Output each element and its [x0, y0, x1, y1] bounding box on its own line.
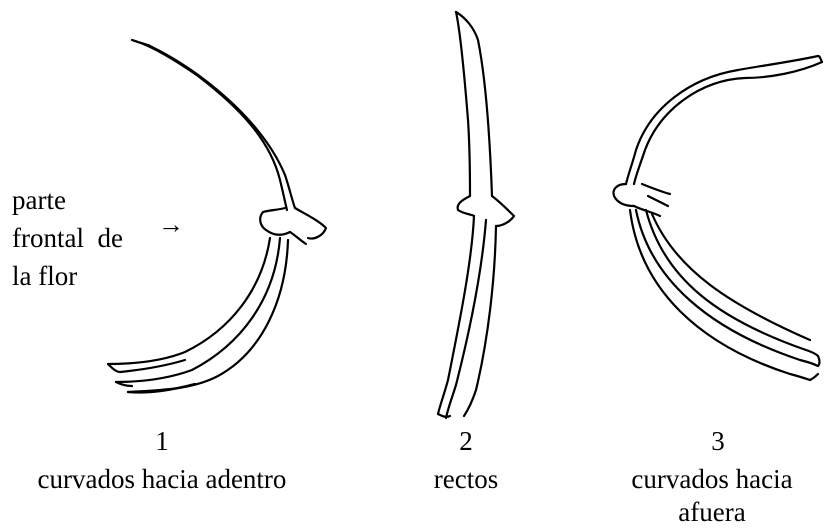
figure-number-2: 2: [446, 425, 486, 457]
stamen-straight: [438, 12, 514, 418]
figure-caption-3-line-1: curvados hacia: [606, 463, 818, 495]
annotation-line-1: parte: [12, 184, 66, 216]
arrow-right-icon: →: [158, 212, 184, 238]
figure-caption-3-line-2: afuera: [606, 496, 818, 528]
annotation-line-3: la flor: [12, 260, 77, 292]
annotation-line-2: frontal de: [12, 222, 123, 254]
stamen-curved-outward: [614, 56, 823, 380]
figure-caption-1: curvados hacia adentro: [0, 463, 324, 495]
figure-number-1: 1: [142, 425, 182, 457]
stamen-curved-inward: [108, 40, 326, 393]
figure-caption-2: rectos: [406, 463, 526, 495]
figure-number-3: 3: [698, 425, 738, 457]
